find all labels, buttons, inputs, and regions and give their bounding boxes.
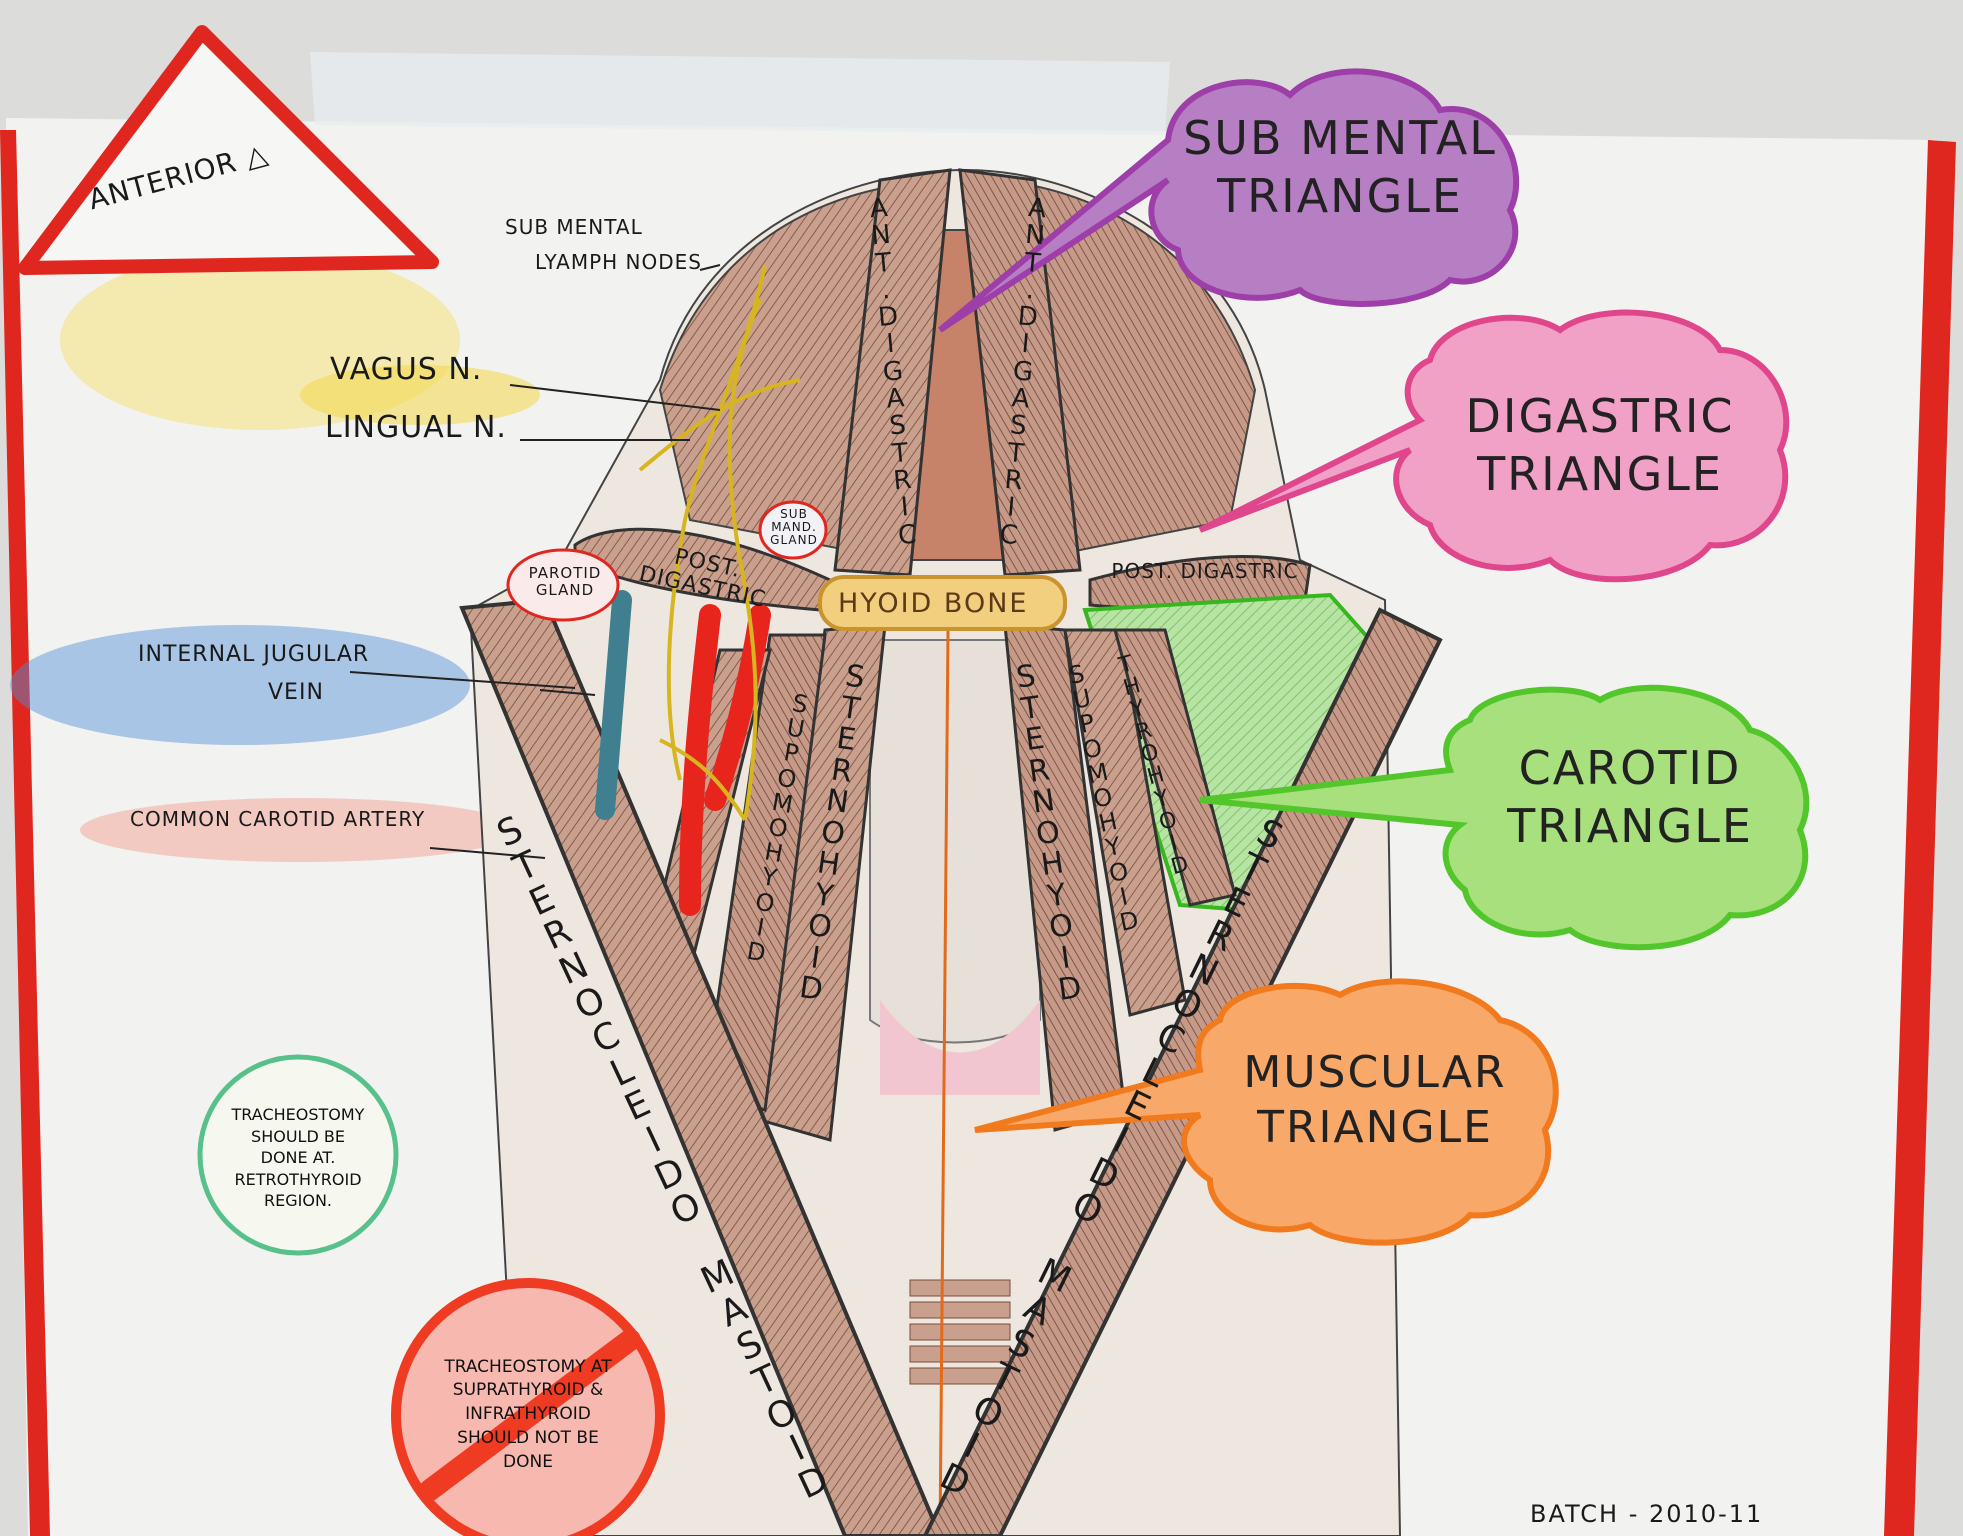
digastric-bubble-shape xyxy=(1198,309,1790,583)
ant-digastric-right-muscle xyxy=(958,168,1082,577)
thyroid-gland xyxy=(880,1000,1040,1095)
poster-border-left xyxy=(0,130,50,1536)
cca-label: COMMON CAROTID ARTERY xyxy=(130,807,426,831)
muscular-bubble-shape xyxy=(974,978,1559,1246)
external-carotid-artery xyxy=(704,604,771,811)
submental-nodes-label-2: LYAMPH NODES xyxy=(535,250,702,274)
post-digastric-right-label: POST. DIGASTRIC xyxy=(1111,559,1299,583)
submental-bubble-text: SUB MENTAL TRIANGLE xyxy=(1183,111,1497,223)
digastric-bubble-text: DIGASTRIC TRIANGLE xyxy=(1465,389,1735,501)
omohyoid-left-muscle xyxy=(703,633,827,1113)
bad-note-text: TRACHEOSTOMY AT SUPRATHYROID & INFRATHYR… xyxy=(444,1356,612,1472)
anterior-triangle-sign xyxy=(18,25,439,275)
parotid-label: PAROTID GLAND xyxy=(528,564,602,599)
submental-bubble-shape xyxy=(938,68,1520,333)
good-note-circle xyxy=(197,1054,399,1256)
submandibular-gland-shape xyxy=(758,500,828,560)
lingual-label: LINGUAL N. xyxy=(325,410,507,445)
thyrohyoid-right-muscle xyxy=(1113,628,1237,907)
good-note-text: TRACHEOSTOMY SHOULD BE DONE AT. RETROTHY… xyxy=(231,1105,365,1211)
parotid-gland-shape xyxy=(506,548,620,622)
ijv-label-2: VEIN xyxy=(268,680,324,705)
submandibular-label: SUB MAND. GLAND xyxy=(770,507,818,548)
yellow-shading xyxy=(300,365,540,425)
tape-strip xyxy=(310,52,1170,135)
ijv-label-1: INTERNAL JUGULAR xyxy=(138,642,370,667)
midline xyxy=(938,629,950,1536)
carotid-bubble-text: CAROTID TRIANGLE xyxy=(1507,741,1753,853)
bad-tracheostomy-note: TRACHEOSTOMY AT SUPRATHYROID & INFRATHYR… xyxy=(408,1295,648,1535)
hyoid-label: HYOID BONE xyxy=(838,588,1029,619)
muscular-bubble-text: MUSCULAR TRIANGLE xyxy=(1243,1047,1507,1153)
poster-border-right xyxy=(1884,140,1956,1536)
hyoid-bone-shape xyxy=(818,575,1067,631)
red-shading xyxy=(80,798,520,862)
batch-label: BATCH - 2010-11 xyxy=(1530,1500,1764,1528)
submental-nodes-label-1: SUB MENTAL xyxy=(505,215,643,239)
blue-shading xyxy=(10,625,470,745)
trachea-rings xyxy=(909,1279,1011,1385)
omohyoid-right-muscle xyxy=(1063,628,1187,1017)
carotid-bubble-shape xyxy=(1199,684,1810,951)
common-carotid-artery xyxy=(679,604,721,916)
prohibited-slash xyxy=(419,1329,641,1501)
internal-jugular-vein xyxy=(595,590,632,820)
vagus-label: VAGUS N. xyxy=(330,352,483,387)
good-tracheostomy-note: TRACHEOSTOMY SHOULD BE DONE AT. RETROTHY… xyxy=(215,1075,381,1241)
leader-lines xyxy=(349,264,721,859)
